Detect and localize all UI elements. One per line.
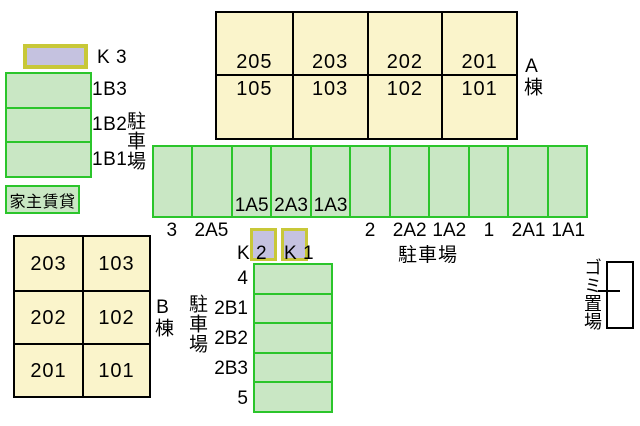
unit-b102: 102 <box>82 290 149 343</box>
keep-stall-k2 <box>250 228 277 261</box>
garbage-bin-box <box>606 261 634 329</box>
parking-space-2a1 <box>507 147 546 216</box>
unit-b202: 202 <box>15 290 82 343</box>
parking-left-stack <box>5 72 92 178</box>
parking-space-5 <box>255 381 331 411</box>
parking-space-4-label: 4 <box>237 267 248 289</box>
parking-space-2a5 <box>191 147 230 216</box>
parking-space-1a1-label: 1A1 <box>551 220 586 241</box>
building-b-name: B棟 <box>152 297 173 337</box>
parking-space-2-label: 2 <box>364 220 376 241</box>
landlord-rental-label: 家主賃貸 <box>9 193 76 211</box>
keep-stall-k1-label: K 1 <box>284 243 315 264</box>
parking-space-1 <box>467 147 507 216</box>
garbage-box-door-mark <box>598 290 620 292</box>
garbage-area-label: ゴミ置場 <box>582 258 602 330</box>
landlord-rental-box: 家主賃貸 <box>5 185 80 214</box>
keep-stall-k1 <box>281 228 308 261</box>
building-a: 205 203 202 201 105 103 102 101 <box>215 11 518 140</box>
unit-205: 205 <box>217 13 292 76</box>
parking-space-1a2 <box>428 147 467 216</box>
parking-space-2a5-label: 2A5 <box>194 220 229 241</box>
parking-space-2b2-label: 2B2 <box>214 327 248 349</box>
unit-b201: 201 <box>15 343 82 396</box>
parking-stack-b <box>253 263 333 413</box>
unit-102: 102 <box>366 75 442 138</box>
parking-space-2a3-label: 2A3 <box>274 195 308 216</box>
unit-203: 203 <box>291 13 367 76</box>
parking-space-1a3-label: 1A3 <box>313 195 348 216</box>
parking-space-1-label: 1 <box>483 220 495 241</box>
parking-a-area-label: 駐車場 <box>398 245 459 266</box>
parking-space-3 <box>154 147 191 216</box>
parking-space-1a2-label: 1A2 <box>432 220 467 241</box>
unit-101: 101 <box>441 75 516 138</box>
unit-201: 201 <box>441 13 516 76</box>
parking-space-1a1 <box>546 147 586 216</box>
parking-space-2a1-label: 2A1 <box>511 220 546 241</box>
parking-stack-b-labels: 4 2B1 2B2 2B3 5 <box>198 263 250 413</box>
parking-space-1a5-label: 1A5 <box>234 195 269 216</box>
parking-row-a-labels: 3 2A5 2 2A2 1A2 1 2A1 1A1 <box>152 221 588 240</box>
parking-space-1b3 <box>7 74 90 107</box>
parking-row-a: 1A5 2A3 1A3 <box>152 145 588 218</box>
parking-space-2 <box>349 147 388 216</box>
unit-202: 202 <box>366 13 442 76</box>
keep-stall-k2-label: K 2 <box>237 243 268 264</box>
parking-space-2b1 <box>255 292 331 323</box>
parking-space-1a3: 1A3 <box>309 147 349 216</box>
parking-b-area-label: 駐車場 <box>186 294 207 354</box>
unit-103: 103 <box>291 75 367 138</box>
parking-space-2a2-label: 2A2 <box>392 220 427 241</box>
parking-space-1a5: 1A5 <box>230 147 270 216</box>
parking-space-1b1-label: 1B1 <box>92 149 128 170</box>
building-a-name: A棟 <box>521 56 542 96</box>
parking-space-4 <box>255 265 331 293</box>
parking-space-3-label: 3 <box>166 220 178 241</box>
keep-stall-k3 <box>23 44 88 69</box>
parking-space-1b2 <box>7 106 90 142</box>
parking-space-1b2-label: 1B2 <box>92 114 128 135</box>
parking-space-5-label: 5 <box>237 387 248 409</box>
parking-space-2a3: 2A3 <box>270 147 309 216</box>
unit-105: 105 <box>236 77 273 100</box>
keep-stall-k3-label: K 3 <box>97 47 128 68</box>
left-parking-area-label: 駐車場 <box>124 111 145 171</box>
parking-space-1b1 <box>7 141 90 176</box>
parking-space-2b2 <box>255 322 331 352</box>
unit-b101: 101 <box>82 343 149 396</box>
unit-b103: 103 <box>82 237 149 290</box>
parking-space-2b1-label: 2B1 <box>214 297 248 319</box>
unit-b203: 203 <box>30 252 67 275</box>
parking-space-2b3 <box>255 351 331 382</box>
parking-space-2b3-label: 2B3 <box>214 357 248 379</box>
building-b: 203 103 202 102 201 101 <box>13 235 151 398</box>
parking-space-2a2 <box>388 147 428 216</box>
parking-space-1b3-label: 1B3 <box>92 79 128 100</box>
